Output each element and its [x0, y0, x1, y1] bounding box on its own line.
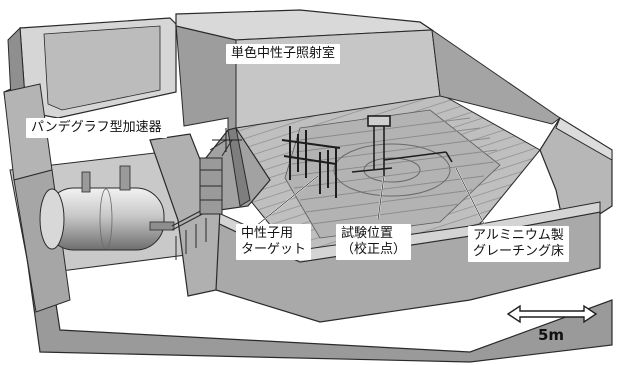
label-test-position: 試験位置 （校正点） — [336, 224, 412, 260]
label-aluminum-grating-floor: アルミニウム製 グレーチング床 — [468, 226, 570, 262]
label-neutron-target: 中性子用 ターゲット — [236, 224, 312, 260]
target-structures — [281, 126, 341, 198]
label-irradiation-room: 単色中性子照射室 — [226, 44, 341, 64]
beamline — [171, 139, 233, 260]
label-accelerator: パンデグラフ型加速器 — [26, 118, 167, 138]
beam-crosshair — [212, 128, 242, 152]
scale-bar-label: 5m — [538, 326, 565, 344]
test-position-stand — [351, 115, 453, 176]
van-de-graaff-accelerator — [39, 165, 175, 251]
scale-bar-arrow — [506, 304, 598, 324]
